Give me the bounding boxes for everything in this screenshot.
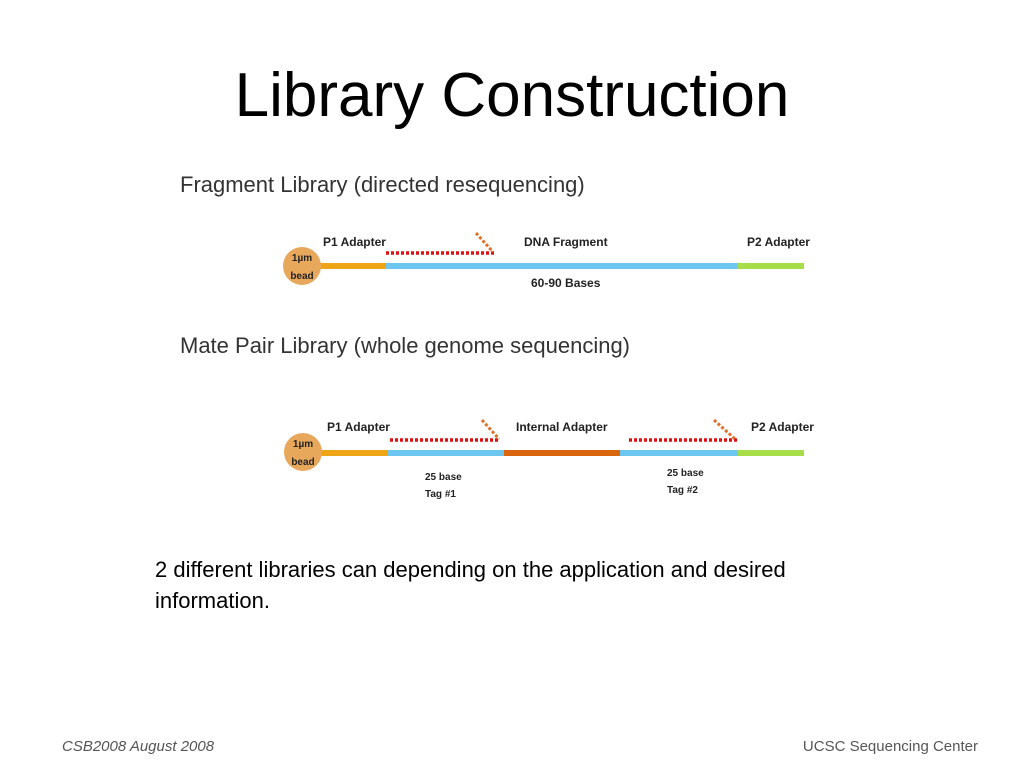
fragment-primer-tick (474, 231, 495, 254)
fragment-library-heading: Fragment Library (directed resequencing) (180, 172, 585, 197)
mate-pair-bead-label: bead (291, 457, 314, 468)
mate-pair-p1-adapter-bar (318, 450, 390, 456)
fragment-p1-adapter-bar (316, 263, 388, 269)
mate-pair-library-heading: Mate Pair Library (whole genome sequenci… (180, 333, 630, 358)
mate-pair-internal-adapter-label: Internal Adapter (516, 420, 608, 434)
mate-pair-tag2-length: 25 base (667, 468, 704, 479)
fragment-bases-label: 60-90 Bases (531, 276, 601, 290)
fragment-p2-adapter-bar (738, 263, 804, 269)
mate-pair-bead-size: 1µm (293, 439, 313, 450)
mate-pair-library-diagram: Mate Pair Library (whole genome sequenci… (180, 333, 814, 500)
fragment-dna-label: DNA Fragment (524, 235, 608, 249)
mate-pair-p2-adapter-bar (738, 450, 804, 456)
mate-pair-internal-adapter-bar (504, 450, 622, 456)
mate-pair-p1-adapter-label: P1 Adapter (327, 420, 390, 434)
slide-title: Library Construction (234, 61, 790, 130)
fragment-bead-size: 1µm (292, 253, 312, 264)
fragment-dna-bar (386, 263, 738, 269)
mate-pair-tag1-bar (388, 450, 506, 456)
fragment-library-diagram: Fragment Library (directed resequencing)… (180, 172, 810, 290)
mate-pair-primer2-tick (712, 418, 737, 441)
mate-pair-tag1-length: 25 base (425, 472, 462, 483)
slide-caption: 2 different libraries can depending on t… (155, 557, 786, 613)
mate-pair-tag2-name: Tag #2 (667, 485, 698, 496)
footer-event: CSB2008 August 2008 (62, 738, 215, 755)
fragment-p1-adapter-label: P1 Adapter (323, 235, 386, 249)
mate-pair-bead (284, 433, 322, 471)
footer-organization: UCSC Sequencing Center (802, 738, 978, 755)
mate-pair-tag1-name: Tag #1 (425, 489, 456, 500)
mate-pair-p2-adapter-label: P2 Adapter (751, 420, 814, 434)
fragment-p2-adapter-label: P2 Adapter (747, 235, 810, 249)
fragment-bead (283, 247, 321, 285)
mate-pair-primer1-tick (480, 418, 501, 441)
fragment-bead-label: bead (290, 271, 313, 282)
mate-pair-tag2-bar (620, 450, 740, 456)
